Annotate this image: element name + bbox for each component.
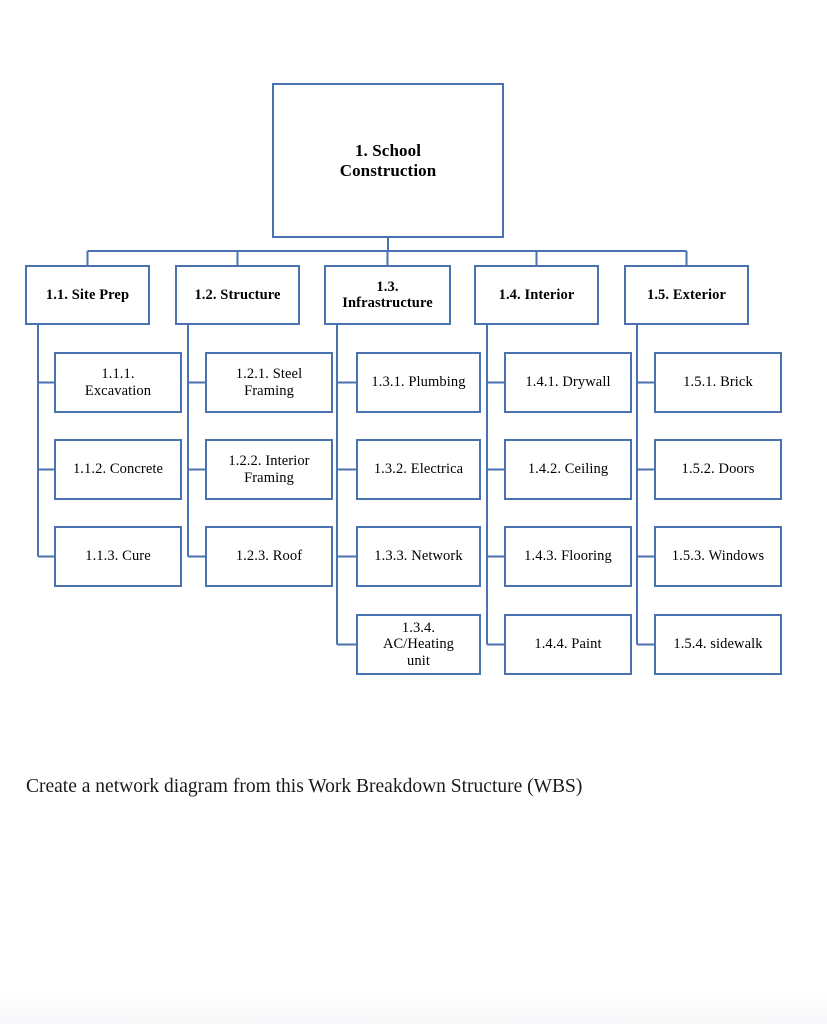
wbs-node-1-5[interactable]: 1.5. Exterior [624, 265, 749, 325]
wbs-node-1-3-4[interactable]: 1.3.4. AC/Heating unit [356, 614, 481, 675]
caption-text: Create a network diagram from this Work … [26, 776, 583, 797]
wbs-node-1-5-label: 1.5. Exterior [646, 286, 726, 303]
wbs-node-1-3-2-label: 1.3.2. Electrica [373, 461, 464, 478]
wbs-node-1-5-4[interactable]: 1.5.4. sidewalk [654, 614, 782, 675]
wbs-node-1-2-2[interactable]: 1.2.2. Interior Framing [205, 439, 333, 500]
wbs-node-1-4-label: 1.4. Interior [498, 286, 575, 303]
wbs-node-1-4-2-label: 1.4.2. Ceiling [527, 461, 609, 478]
wbs-node-root-label: 1. School Construction [339, 141, 437, 180]
wbs-node-1-3-3-label: 1.3.3. Network [374, 548, 463, 565]
wbs-node-1-4-4[interactable]: 1.4.4. Paint [504, 614, 632, 675]
wbs-node-1-4-3[interactable]: 1.4.3. Flooring [504, 526, 632, 587]
wbs-node-root[interactable]: 1. School Construction [272, 83, 504, 238]
wbs-diagram: 1. School Construction 1.1. Site Prep 1.… [25, 83, 782, 675]
wbs-node-1-5-4-label: 1.5.4. sidewalk [673, 636, 763, 653]
wbs-node-1-3-1-label: 1.3.1. Plumbing [371, 374, 466, 391]
wbs-node-1-4[interactable]: 1.4. Interior [474, 265, 599, 325]
wbs-node-1-1-2[interactable]: 1.1.2. Concrete [54, 439, 182, 500]
wbs-node-1-5-3-label: 1.5.3. Windows [671, 548, 765, 565]
wbs-node-1-2[interactable]: 1.2. Structure [175, 265, 300, 325]
wbs-node-1-5-1[interactable]: 1.5.1. Brick [654, 352, 782, 413]
wbs-node-1-2-1[interactable]: 1.2.1. Steel Framing [205, 352, 333, 413]
wbs-node-1-5-2-label: 1.5.2. Doors [681, 461, 755, 478]
wbs-node-1-1-1[interactable]: 1.1.1. Excavation [54, 352, 182, 413]
wbs-node-1-3[interactable]: 1.3. Infrastructure [324, 265, 451, 325]
wbs-node-1-1-2-label: 1.1.2. Concrete [72, 461, 164, 478]
wbs-node-1-4-2[interactable]: 1.4.2. Ceiling [504, 439, 632, 500]
wbs-node-1-4-3-label: 1.4.3. Flooring [524, 548, 612, 565]
wbs-node-1-4-1[interactable]: 1.4.1. Drywall [504, 352, 632, 413]
wbs-node-1-2-1-label: 1.2.1. Steel Framing [235, 366, 303, 399]
wbs-node-1-2-2-label: 1.2.2. Interior Framing [228, 453, 310, 486]
wbs-node-1-3-2[interactable]: 1.3.2. Electrica [356, 439, 481, 500]
wbs-node-1-4-4-label: 1.4.4. Paint [534, 636, 602, 653]
wbs-node-1-5-2[interactable]: 1.5.2. Doors [654, 439, 782, 500]
wbs-node-1-2-3-label: 1.2.3. Roof [235, 548, 303, 565]
page-bottom-edge [0, 995, 827, 1024]
wbs-node-1-1[interactable]: 1.1. Site Prep [25, 265, 150, 325]
wbs-node-1-1-3-label: 1.1.3. Cure [85, 548, 151, 565]
wbs-node-1-3-1[interactable]: 1.3.1. Plumbing [356, 352, 481, 413]
wbs-node-1-3-label: 1.3. Infrastructure [342, 278, 433, 311]
wbs-node-1-3-3[interactable]: 1.3.3. Network [356, 526, 481, 587]
wbs-node-1-2-3[interactable]: 1.2.3. Roof [205, 526, 333, 587]
wbs-node-1-3-4-label: 1.3.4. AC/Heating unit [382, 620, 455, 669]
wbs-node-1-5-1-label: 1.5.1. Brick [683, 374, 753, 391]
wbs-node-1-1-1-label: 1.1.1. Excavation [84, 366, 152, 399]
wbs-node-1-1-3[interactable]: 1.1.3. Cure [54, 526, 182, 587]
wbs-node-1-1-label: 1.1. Site Prep [45, 286, 130, 303]
wbs-node-1-5-3[interactable]: 1.5.3. Windows [654, 526, 782, 587]
wbs-node-1-2-label: 1.2. Structure [194, 286, 281, 303]
wbs-node-1-4-1-label: 1.4.1. Drywall [525, 374, 611, 391]
